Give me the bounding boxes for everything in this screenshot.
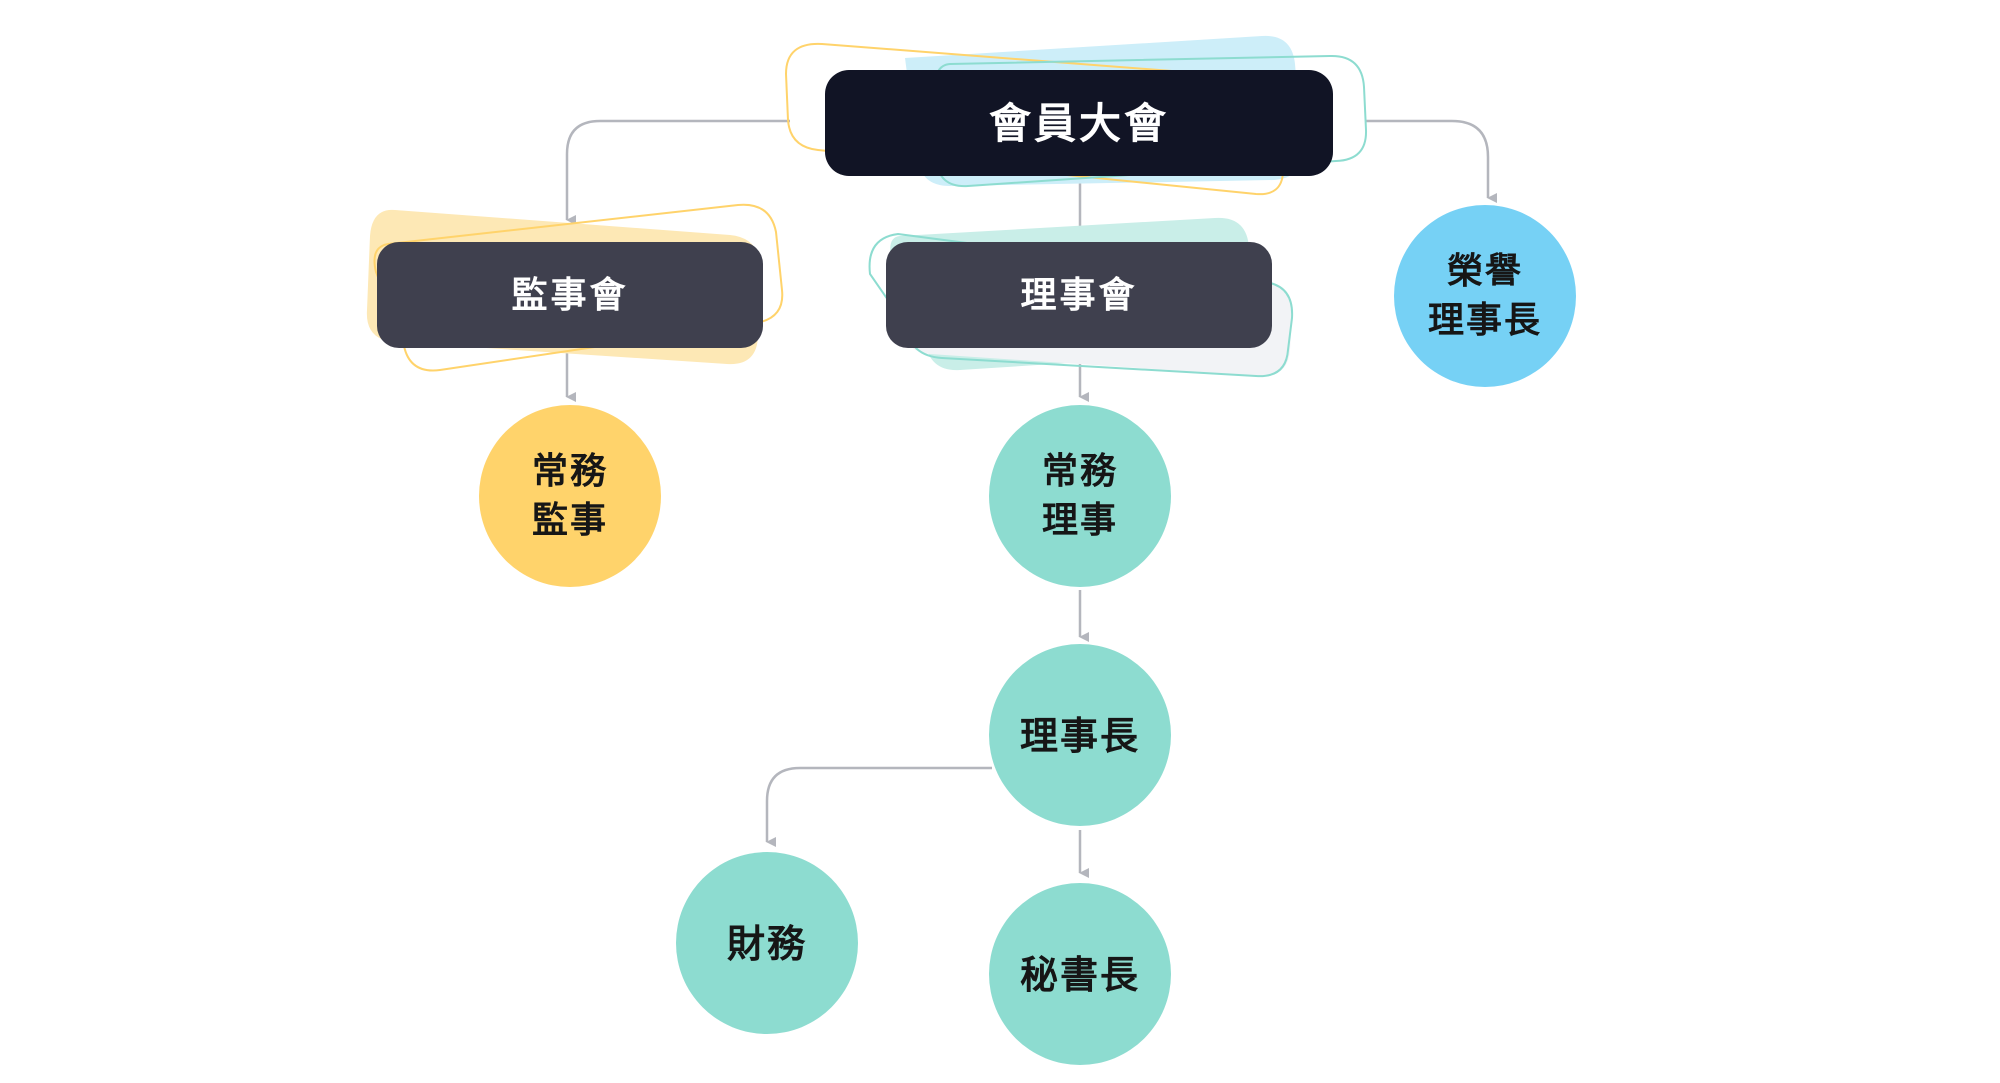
- standing-director-label-line2: 理事: [1042, 500, 1118, 541]
- general-assembly-box: [825, 70, 1333, 176]
- standing-director-label-line1: 常務: [1042, 451, 1118, 492]
- supervisors-board-label: 監事會: [511, 275, 628, 316]
- standing-supervisor-circle: [479, 405, 661, 587]
- chairman-label: 理事長: [1020, 714, 1140, 758]
- directors-board-box: [886, 242, 1272, 348]
- honorary-chairman-label-line2: 理事長: [1428, 300, 1542, 341]
- connector-assembly-to-honorary: [1366, 119, 1497, 203]
- secretary-general-circle: [989, 883, 1171, 1065]
- honorary-chairman-circle: [1394, 205, 1576, 387]
- connectors: [565, 119, 1497, 878]
- standing-supervisor-label-line1: 常務: [532, 451, 608, 492]
- secretary-general-label: 秘書長: [1020, 953, 1140, 997]
- node-honorary-chairman: 榮譽 理事長: [1394, 205, 1576, 387]
- node-secretary-general: 秘書長: [989, 883, 1171, 1065]
- finance-label: 財務: [727, 922, 807, 966]
- node-general-assembly: 會員大會: [825, 70, 1333, 176]
- finance-circle: [676, 852, 858, 1034]
- connector-assembly-to-supervisors: [565, 119, 790, 225]
- node-chairman: 理事長: [989, 644, 1171, 826]
- chairman-circle: [989, 644, 1171, 826]
- node-finance: 財務: [676, 852, 858, 1034]
- directors-deco-outline: [868, 232, 1294, 378]
- general-assembly-label: 會員大會: [989, 99, 1169, 148]
- node-standing-director: 常務 理事: [989, 405, 1171, 587]
- node-standing-supervisor: 常務 監事: [479, 405, 661, 587]
- standing-director-circle: [989, 405, 1171, 587]
- standing-supervisor-label-line2: 監事: [532, 500, 608, 541]
- honorary-chairman-label-line1: 榮譽: [1447, 251, 1523, 292]
- supervisors-board-box: [377, 242, 763, 348]
- node-directors-board: 理事會: [886, 242, 1272, 348]
- directors-board-label: 理事會: [1020, 275, 1137, 316]
- connector-chairman-to-finance: [765, 766, 992, 847]
- node-supervisors-board: 監事會: [377, 242, 763, 348]
